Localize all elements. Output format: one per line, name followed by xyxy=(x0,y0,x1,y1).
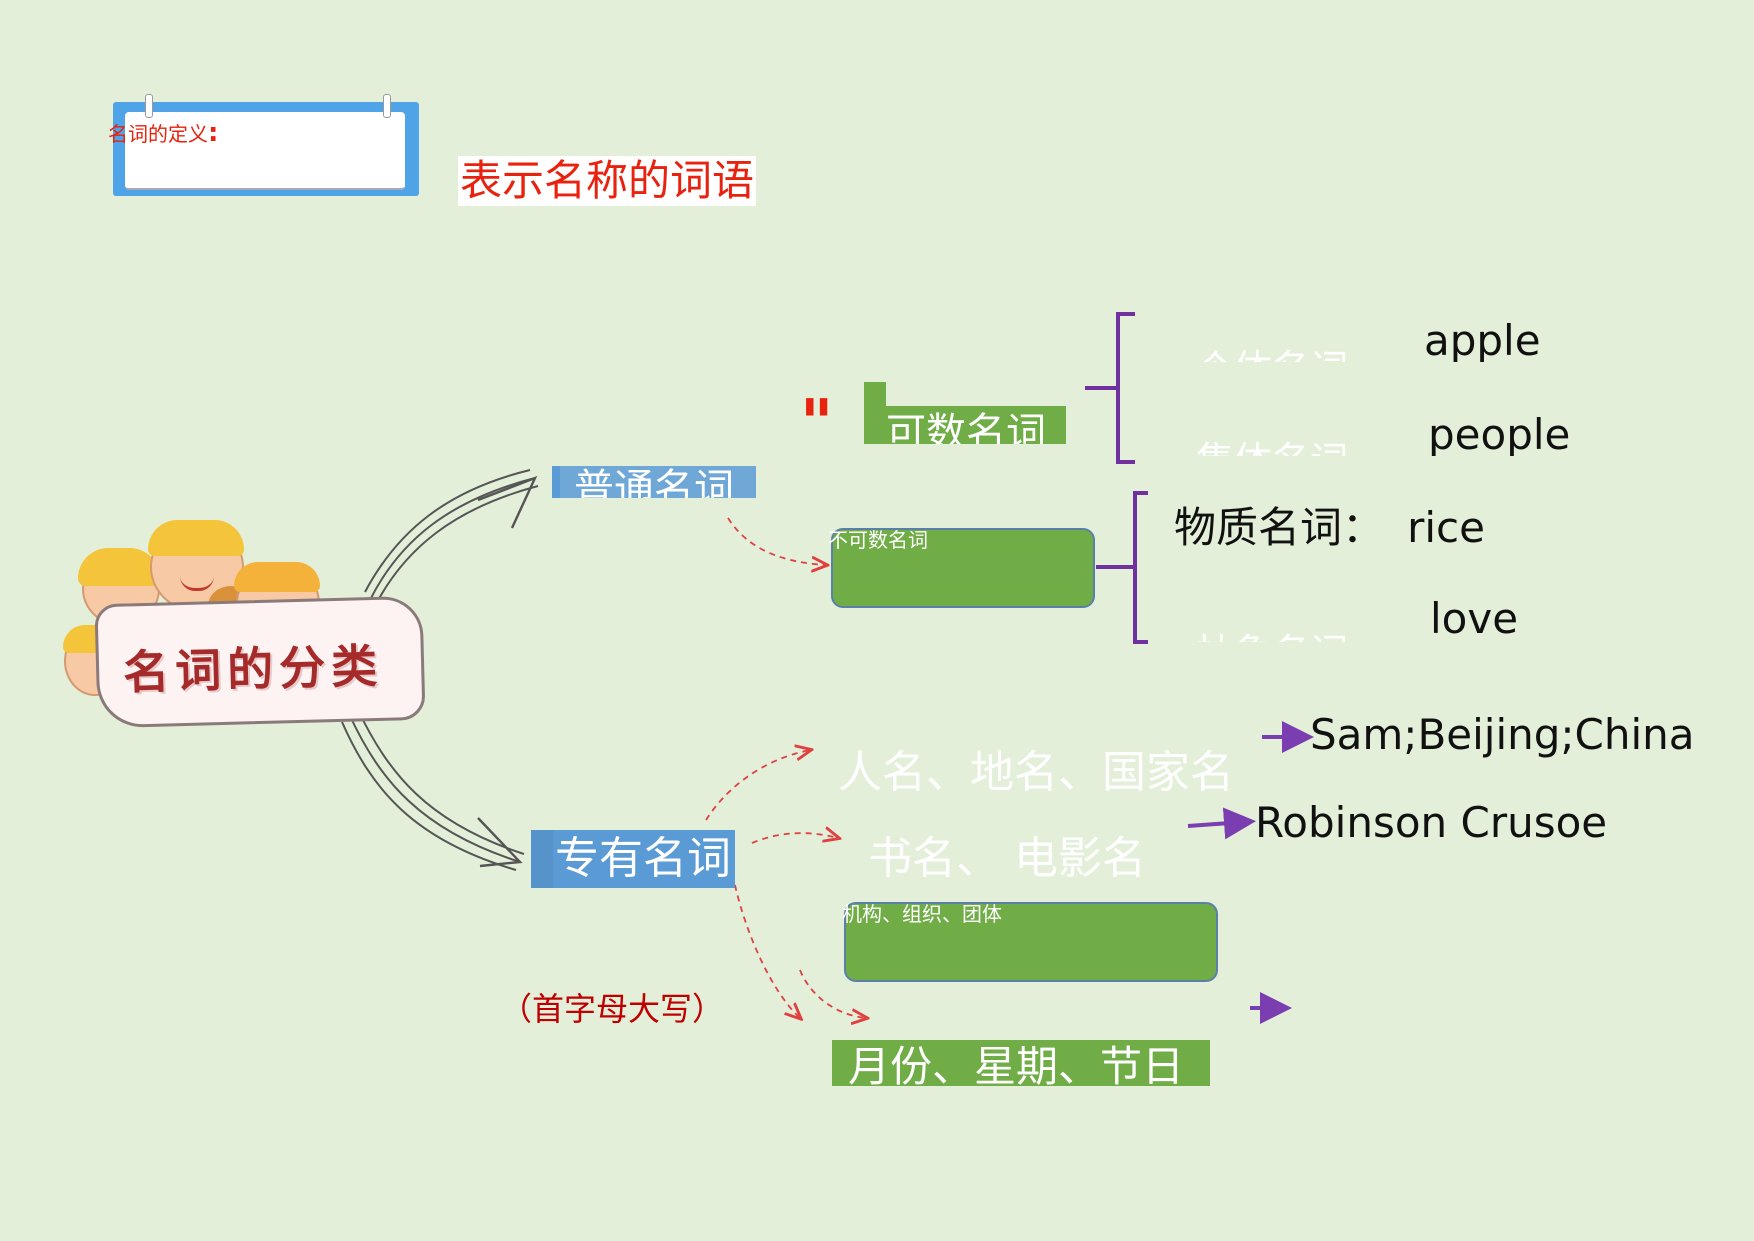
definition-card-inner xyxy=(125,112,405,190)
title-sign-group: 名词的分类 xyxy=(60,508,430,729)
uncountable-box xyxy=(831,528,1095,608)
uncountable-label: 不可数名词 xyxy=(828,528,928,552)
countable-brace xyxy=(1085,312,1135,464)
countable-item-2: 集体名词 people xyxy=(1196,414,1616,456)
proper-item-3-label: 机构、组织、团体 xyxy=(842,902,1002,926)
branch-arrow-common xyxy=(364,469,539,607)
proper-noun-label: 专有名词 xyxy=(531,830,735,888)
uncountable-item-2: 抽象名词 love xyxy=(1196,600,1616,642)
countable-label: 可数名词 xyxy=(864,382,1066,444)
proper-item-2-example: Robinson Crusoe xyxy=(1255,798,1608,847)
capitalize-note: （首字母大写） xyxy=(500,990,725,1028)
title-text: 名词的分类 xyxy=(122,638,384,700)
dashed-arrows xyxy=(705,517,866,1018)
common-noun-label: 普通名词 xyxy=(552,466,756,498)
uncountable-item-1-name: 物质名词： xyxy=(1174,503,1385,552)
common-noun-text: 普通名词 xyxy=(574,466,734,498)
definition-label-text: 名词的定义 xyxy=(108,122,208,146)
proper-item-4-band: 月份、星期、节日 xyxy=(832,1040,1210,1086)
title-banner: 名词的分类 xyxy=(94,595,426,729)
uncountable-item-2-name: 抽象名词 xyxy=(1196,622,1348,642)
quote-mark: " xyxy=(800,387,834,461)
proper-item-4-label: 月份、星期、节日 xyxy=(848,1042,1185,1086)
definition-label: 名词的定义: xyxy=(108,118,218,148)
proper-noun-text: 专有名词 xyxy=(555,833,731,884)
card-ring-right xyxy=(383,94,391,118)
card-ring-left xyxy=(145,94,153,118)
uncountable-item-1-example: rice xyxy=(1407,503,1485,552)
uncountable-brace xyxy=(1096,491,1148,644)
definition-card xyxy=(113,94,419,196)
uncountable-item-2-example: love xyxy=(1430,600,1519,642)
proper-item-2-label: 书名、 电影名 xyxy=(868,833,1146,884)
countable-text: 可数名词 xyxy=(886,410,1046,444)
countable-item-2-name: 集体名词 xyxy=(1196,430,1348,456)
countable-item-1: 个体名词 apple xyxy=(1196,320,1616,362)
definition-text: 表示名称的词语 xyxy=(458,156,757,206)
branch-arrow-proper xyxy=(341,709,525,871)
organization-box xyxy=(844,902,1218,982)
countable-item-1-name: 个体名词 xyxy=(1196,338,1348,362)
countable-item-1-example: apple xyxy=(1424,320,1541,362)
proper-item-1-label: 人名、地名、国家名 xyxy=(838,747,1234,798)
proper-item-1-example: Sam;Beijing;China xyxy=(1310,710,1695,759)
definition-colon: : xyxy=(208,118,219,148)
countable-item-2-example: people xyxy=(1428,414,1571,456)
example-arrows xyxy=(1187,721,1314,1024)
uncountable-item-1: 物质名词： rice xyxy=(1174,494,1485,552)
